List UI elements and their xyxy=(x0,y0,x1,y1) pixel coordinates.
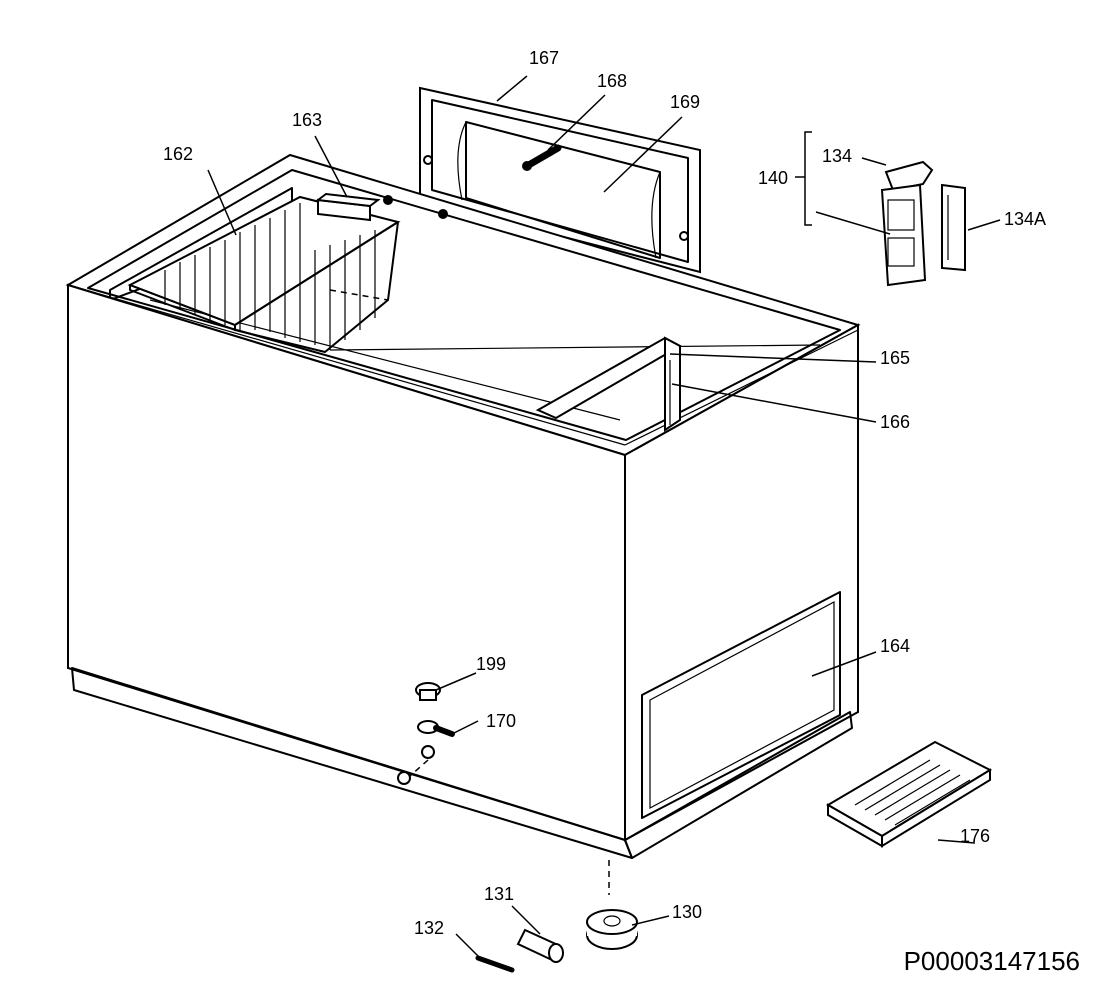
label-165: 165 xyxy=(880,348,910,368)
compressor-grille xyxy=(641,591,841,819)
roller-pin xyxy=(516,928,564,963)
label-130: 130 xyxy=(672,902,702,922)
rod xyxy=(475,955,515,973)
freezer-lid xyxy=(419,86,701,274)
foot xyxy=(586,860,638,950)
label-168: 168 xyxy=(597,71,627,91)
label-164: 164 xyxy=(880,636,910,656)
lid-handle xyxy=(315,192,448,222)
label-134: 134 xyxy=(822,146,852,166)
wire-basket xyxy=(127,195,401,353)
label-140: 140 xyxy=(758,168,788,188)
hinge-set xyxy=(795,131,966,287)
freezer-cabinet xyxy=(65,153,861,859)
label-166: 166 xyxy=(880,412,910,432)
label-199: 199 xyxy=(476,654,506,674)
leader-lines xyxy=(207,75,1001,961)
figure-code: P00003147156 xyxy=(904,946,1080,976)
drain-tray xyxy=(826,740,993,848)
label-132: 132 xyxy=(414,918,444,938)
label-134a: 134A xyxy=(1004,209,1046,229)
label-167: 167 xyxy=(529,48,559,68)
label-169: 169 xyxy=(670,92,700,112)
label-163: 163 xyxy=(292,110,322,130)
hinge-pin xyxy=(522,144,562,171)
drain-assembly xyxy=(397,682,455,785)
label-176: 176 xyxy=(960,826,990,846)
label-131: 131 xyxy=(484,884,514,904)
label-170: 170 xyxy=(486,711,516,731)
label-162: 162 xyxy=(163,144,193,164)
